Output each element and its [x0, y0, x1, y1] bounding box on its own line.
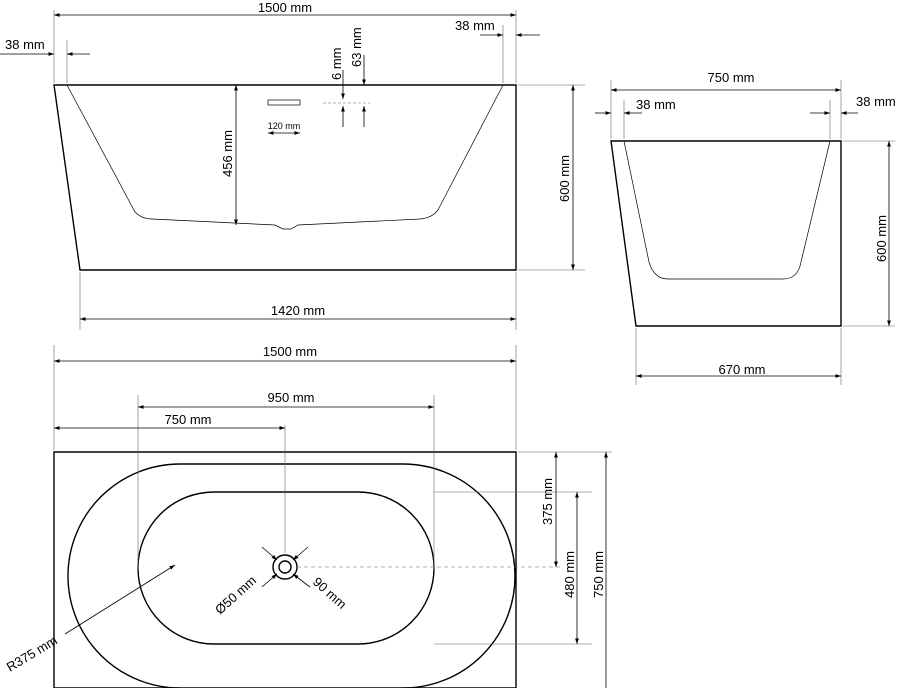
front-outline	[53, 84, 517, 271]
label-side-rim-right: 38 mm	[856, 94, 896, 109]
label-side-height: 600 mm	[874, 215, 889, 262]
label-front-rim-left: 38 mm	[5, 37, 45, 52]
label-top-inner-length: 950 mm	[268, 390, 315, 405]
side-outline	[610, 140, 842, 327]
side-view: 750 mm 38 mm 38 mm 600 mm 670 mm	[595, 70, 896, 385]
label-side-width: 750 mm	[708, 70, 755, 85]
front-view: 1500 mm 38 mm 38 mm 6 mm 63 mm 120 mm 45…	[0, 0, 585, 330]
label-overall-width: 750 mm	[591, 551, 606, 598]
label-drain-offset: 750 mm	[165, 412, 212, 427]
label-radius: R375 mm	[4, 633, 60, 675]
label-drain-diameter: Ø50 mm	[212, 573, 259, 617]
label-drain-outer: 90 mm	[310, 574, 350, 612]
drain-outer	[272, 554, 298, 580]
label-front-depth: 456 mm	[220, 130, 235, 177]
label-overflow-height: 63 mm	[349, 27, 364, 67]
label-drain-from-edge: 375 mm	[540, 478, 555, 525]
side-inner-basin	[623, 140, 831, 280]
label-front-base: 1420 mm	[271, 303, 325, 318]
top-inner-rim	[67, 463, 516, 688]
label-side-base: 670 mm	[719, 362, 766, 377]
top-basin	[137, 491, 435, 645]
label-side-rim-left: 38 mm	[636, 97, 676, 112]
label-inner-width: 480 mm	[562, 551, 577, 598]
label-top-length: 1500 mm	[263, 344, 317, 359]
top-view: 1500 mm 950 mm 750 mm R375 mm Ø50 mm 90 …	[4, 344, 612, 688]
label-front-height: 600 mm	[557, 155, 572, 202]
label-front-length: 1500 mm	[258, 0, 312, 15]
drain-inner	[278, 560, 292, 574]
front-inner-basin	[66, 84, 504, 230]
label-front-rim-right: 38 mm	[455, 18, 495, 33]
overflow-slot	[267, 99, 301, 106]
label-overflow-offset: 6 mm	[329, 48, 344, 81]
top-outline	[53, 451, 517, 688]
label-overflow-width: 120 mm	[268, 121, 301, 131]
